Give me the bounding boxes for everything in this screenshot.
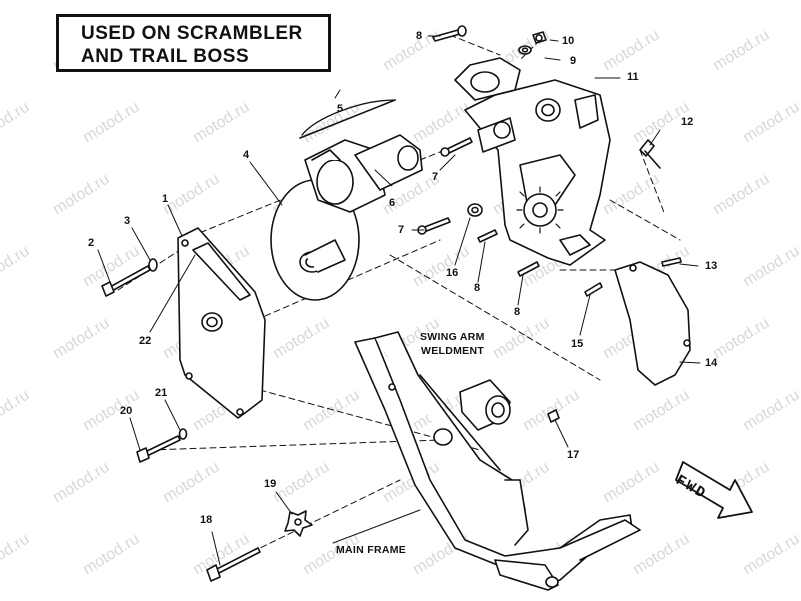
clutch-sheave-part-4 <box>270 179 360 301</box>
main-frame <box>354 331 641 591</box>
swing-arm-label-line-2: WELDMENT <box>421 345 485 357</box>
callout-8-low: 8 <box>514 306 521 318</box>
callout-8-top: 8 <box>416 30 423 42</box>
callout-2: 2 <box>88 237 95 249</box>
bolt-part-8-mid <box>477 229 498 243</box>
bolt-part-20 <box>136 428 188 463</box>
bolt-part-2 <box>101 258 158 297</box>
sprocket <box>516 186 564 234</box>
main-frame-label: MAIN FRAME <box>336 544 407 556</box>
callout-18: 18 <box>200 514 213 526</box>
callout-3: 3 <box>124 215 131 227</box>
leader-lines <box>97 35 701 566</box>
callout-15: 15 <box>571 338 584 350</box>
nut-part-17 <box>547 409 560 423</box>
swing-arm-label-line-1: SWING ARM <box>420 331 485 343</box>
callout-1: 1 <box>162 193 169 205</box>
star-washer-part-19 <box>284 510 313 537</box>
title-line-1: USED ON SCRAMBLER <box>81 23 303 44</box>
bolt-part-8-top <box>432 25 467 42</box>
back-plate-part-1 <box>177 227 266 419</box>
callout-16: 16 <box>446 267 459 279</box>
callout-12: 12 <box>681 116 694 128</box>
callout-5: 5 <box>337 103 344 115</box>
bolt-part-7-upper <box>440 137 473 157</box>
callout-20: 20 <box>120 405 133 417</box>
callout-19: 19 <box>264 478 277 490</box>
screw-part-15 <box>584 282 603 297</box>
washer-part-9 <box>518 45 532 55</box>
fwd-arrow <box>675 461 753 519</box>
chaincase-housing-part-11 <box>454 57 611 266</box>
spacer-part-16 <box>467 203 483 217</box>
callout-17: 17 <box>567 449 580 461</box>
drive-clutch-part-6 <box>299 99 423 213</box>
title-box: USED ON SCRAMBLER AND TRAIL BOSS <box>56 14 331 72</box>
callout-14: 14 <box>705 357 718 369</box>
callout-11: 11 <box>627 71 639 83</box>
callout-7-lower: 7 <box>398 224 405 236</box>
screw-part-13 <box>661 257 682 267</box>
callout-6: 6 <box>389 197 396 209</box>
callout-8-mid: 8 <box>474 282 481 294</box>
nut-part-10 <box>532 31 547 44</box>
callout-13: 13 <box>705 260 718 272</box>
callout-7-upper: 7 <box>432 171 439 183</box>
bolt-part-8-low <box>517 261 540 277</box>
title-line-2: AND TRAIL BOSS <box>81 46 250 67</box>
callout-10: 10 <box>562 35 575 47</box>
callout-22: 22 <box>139 335 152 347</box>
bracket-part-5 <box>301 99 396 136</box>
chaincase-cover-part-14 <box>614 261 691 386</box>
callout-9: 9 <box>570 55 577 67</box>
bolt-part-18 <box>206 547 261 582</box>
swing-arm-tube <box>459 379 511 431</box>
callout-4: 4 <box>243 149 250 161</box>
callout-21: 21 <box>155 387 168 399</box>
bolt-part-7-lower <box>417 217 451 235</box>
